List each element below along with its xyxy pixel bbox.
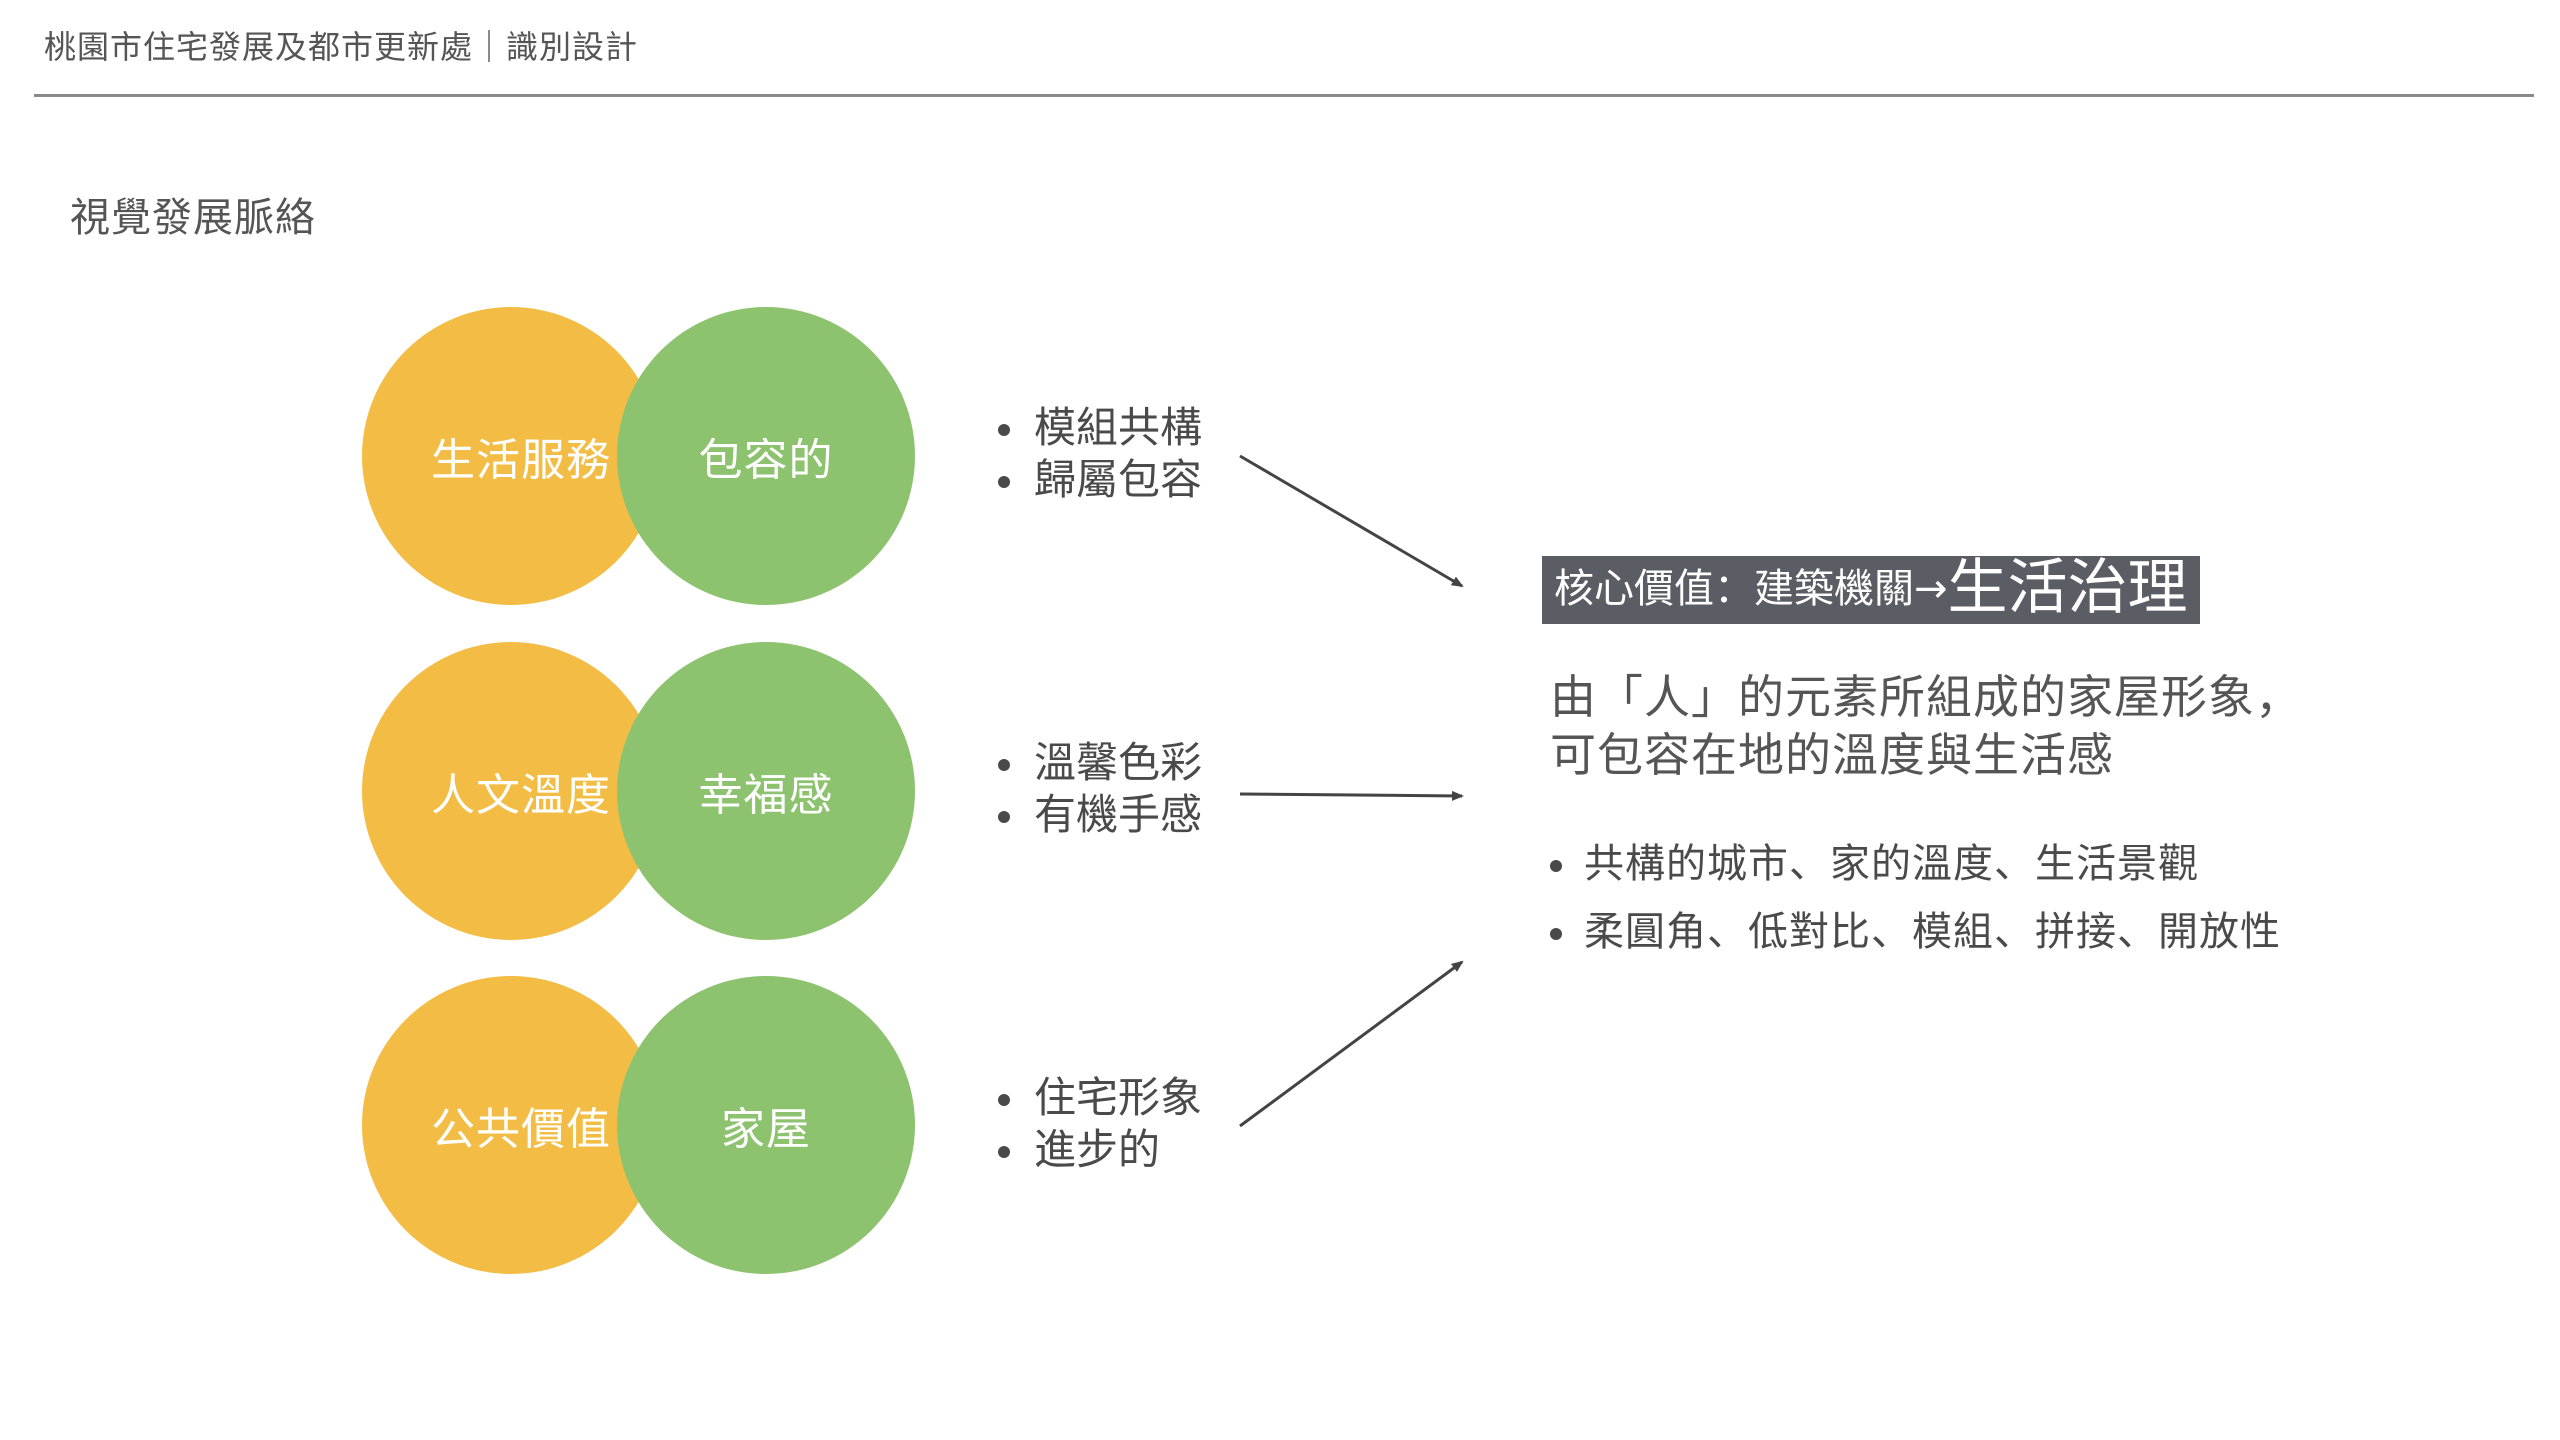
- circle-happiness: 幸福感: [617, 642, 915, 940]
- bullet-item: 溫馨色彩: [996, 737, 1202, 789]
- core-value-text: 生活治理: [1947, 553, 2188, 623]
- description-line-2: 可包容在地的溫度與生活感: [1550, 728, 2114, 782]
- feature-list: 共構的城市、家的溫度、生活景觀 柔圓角、低對比、模組、拼接、開放性: [1550, 830, 2281, 966]
- header-title: 桃園市住宅發展及都市更新處｜識別設計: [44, 28, 639, 66]
- circle-label: 生活服務: [431, 435, 611, 486]
- circle-label: 公共價值: [431, 1104, 611, 1155]
- header-divider: [34, 94, 2534, 97]
- circle-label: 幸福感: [698, 770, 834, 821]
- circle-humanities-warmth: 人文溫度: [362, 642, 660, 940]
- bullet-item: 進步的: [996, 1124, 1202, 1176]
- circle-inclusive: 包容的: [617, 307, 915, 605]
- bullet-list-2: 溫馨色彩 有機手感: [996, 737, 1202, 841]
- section-title: 視覺發展脈絡: [70, 195, 316, 241]
- circle-label: 包容的: [698, 435, 834, 486]
- core-value-box: 核心價值：建築機關→ 生活治理: [1542, 556, 2200, 624]
- circle-public-value: 公共價值: [362, 976, 660, 1274]
- arrow-middle: [1239, 790, 1464, 801]
- feature-item: 柔圓角、低對比、模組、拼接、開放性: [1550, 898, 2281, 966]
- circle-home: 家屋: [617, 976, 915, 1274]
- circle-label: 家屋: [721, 1104, 811, 1155]
- bullet-list-3: 住宅形象 進步的: [996, 1072, 1202, 1176]
- description-line-1: 由「人」的元素所組成的家屋形象，: [1550, 670, 2302, 724]
- bullet-item: 歸屬包容: [996, 454, 1202, 506]
- description: 由「人」的元素所組成的家屋形象， 可包容在地的溫度與生活感: [1550, 668, 2302, 784]
- bullet-item: 住宅形象: [996, 1072, 1202, 1124]
- bullet-item: 有機手感: [996, 789, 1202, 841]
- bullet-list-1: 模組共構 歸屬包容: [996, 402, 1202, 506]
- bullet-item: 模組共構: [996, 402, 1202, 454]
- core-value-label: 核心價值：建築機關→: [1554, 566, 1948, 612]
- circle-label: 人文溫度: [431, 770, 611, 821]
- arrow-bottom: [1239, 960, 1464, 1128]
- feature-item: 共構的城市、家的溫度、生活景觀: [1550, 830, 2281, 898]
- circle-life-service: 生活服務: [362, 307, 660, 605]
- arrow-top: [1239, 454, 1464, 588]
